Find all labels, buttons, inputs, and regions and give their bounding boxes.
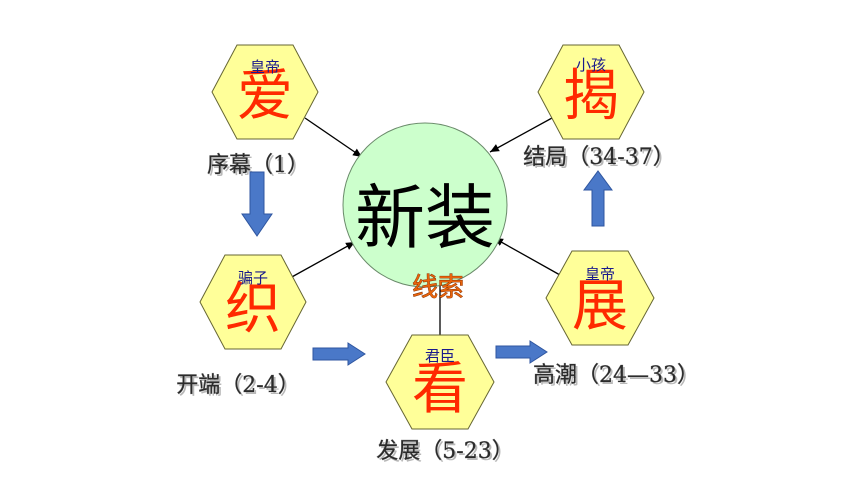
node-char: 展 bbox=[572, 274, 628, 339]
node-char: 织 bbox=[225, 277, 281, 342]
flow-arrow-down-icon bbox=[241, 171, 273, 237]
center-circle bbox=[342, 122, 508, 288]
flow-arrow-right-icon bbox=[495, 340, 548, 364]
hexagon bbox=[385, 334, 495, 430]
node-child-reveal: 揭 小孩 bbox=[537, 44, 645, 140]
stage-shadow: 开端（2-4） bbox=[178, 375, 301, 400]
node-emperor-love: 爱 皇帝 bbox=[211, 44, 319, 140]
node-role: 皇帝 bbox=[585, 265, 615, 283]
node-officials-look: 看 君臣 bbox=[385, 334, 495, 430]
node-swindler-weave: 织 骗子 bbox=[199, 254, 307, 350]
hexagon bbox=[211, 44, 319, 140]
flow-arrow-up-icon bbox=[583, 170, 613, 227]
stage-shadow: 结局（34-37） bbox=[525, 147, 676, 172]
hexagon bbox=[537, 44, 645, 140]
flow-arrows bbox=[241, 170, 613, 366]
connector-show-to-center bbox=[493, 237, 561, 276]
hexagon bbox=[199, 254, 307, 350]
connectors bbox=[289, 117, 561, 335]
center-title: 新装 bbox=[355, 177, 495, 259]
node-role: 皇帝 bbox=[250, 58, 280, 76]
node-emperor-show: 展 皇帝 bbox=[545, 250, 655, 346]
node-char: 揭 bbox=[563, 64, 619, 129]
node-char: 爱 bbox=[237, 64, 293, 129]
node-stage-label: 结局（34-37） bbox=[523, 145, 674, 170]
node-stage-label: 开端（2-4） bbox=[176, 373, 299, 398]
stage-shadow: 高潮（24—33） bbox=[535, 365, 701, 390]
connector-love-to-center bbox=[304, 117, 363, 158]
hexagon bbox=[545, 250, 655, 346]
connector-reveal-to-center bbox=[489, 117, 553, 153]
center-subtitle: 线索 bbox=[412, 273, 464, 303]
node-role: 骗子 bbox=[238, 269, 268, 287]
flow-arrow-right-icon bbox=[312, 342, 366, 366]
node-stage-label: 高潮（24—33） bbox=[533, 363, 699, 388]
node-stage-label: 发展（5-23） bbox=[376, 439, 513, 464]
stage-shadow: 发展（5-23） bbox=[378, 441, 515, 466]
node-char: 看 bbox=[412, 357, 468, 422]
connector-weave-to-center bbox=[289, 241, 356, 279]
node-role: 君臣 bbox=[425, 347, 455, 365]
node-role: 小孩 bbox=[576, 56, 606, 74]
center-node: 新装 线索 bbox=[342, 122, 508, 303]
